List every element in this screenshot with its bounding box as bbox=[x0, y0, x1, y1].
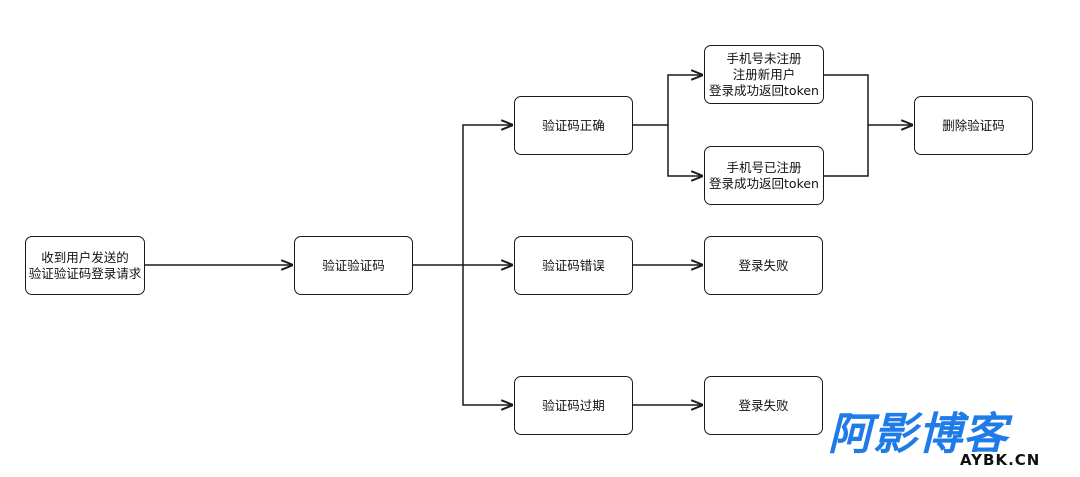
edge-verify-to-expired bbox=[462, 265, 512, 405]
node-code-expired: 验证码过期 bbox=[514, 376, 633, 435]
node-verify-label: 验证验证码 bbox=[322, 257, 385, 273]
node-login-failed-wrong: 登录失败 bbox=[704, 236, 823, 295]
node-registered-label: 手机号已注册 登录成功返回token bbox=[709, 159, 819, 191]
node-unregistered-label: 手机号未注册 注册新用户 登录成功返回token bbox=[709, 50, 819, 98]
node-phone-unregistered: 手机号未注册 注册新用户 登录成功返回token bbox=[704, 45, 824, 104]
node-fail-expired-label: 登录失败 bbox=[738, 397, 789, 413]
watermark-domain: AYBK.CN bbox=[958, 451, 1043, 469]
edge-verify-to-correct bbox=[413, 125, 512, 266]
node-expired-label: 验证码过期 bbox=[542, 397, 605, 413]
edge-correct-to-registered bbox=[667, 125, 702, 176]
node-correct-label: 验证码正确 bbox=[542, 117, 605, 133]
edge-correct-to-unregistered bbox=[633, 75, 702, 126]
node-receive-label: 收到用户发送的 验证验证码登录请求 bbox=[28, 249, 142, 281]
watermark-chars: 阿影博客 bbox=[828, 409, 1008, 460]
node-fail-wrong-label: 登录失败 bbox=[738, 257, 789, 273]
node-receive-login-request: 收到用户发送的 验证验证码登录请求 bbox=[25, 236, 145, 295]
node-code-correct: 验证码正确 bbox=[514, 96, 633, 155]
node-phone-registered: 手机号已注册 登录成功返回token bbox=[704, 146, 824, 205]
node-delete-code: 删除验证码 bbox=[914, 96, 1033, 155]
node-delete-label: 删除验证码 bbox=[942, 117, 1005, 133]
node-login-failed-expired: 登录失败 bbox=[704, 376, 823, 435]
node-verify-code: 验证验证码 bbox=[294, 236, 413, 295]
node-wrong-label: 验证码错误 bbox=[542, 257, 605, 273]
edge-unregistered-to-delete bbox=[824, 74, 912, 125]
edge-registered-to-delete bbox=[824, 125, 869, 177]
node-code-wrong: 验证码错误 bbox=[514, 236, 633, 295]
watermark-logo: 阿影博客 AYBK.CN bbox=[828, 410, 1063, 470]
